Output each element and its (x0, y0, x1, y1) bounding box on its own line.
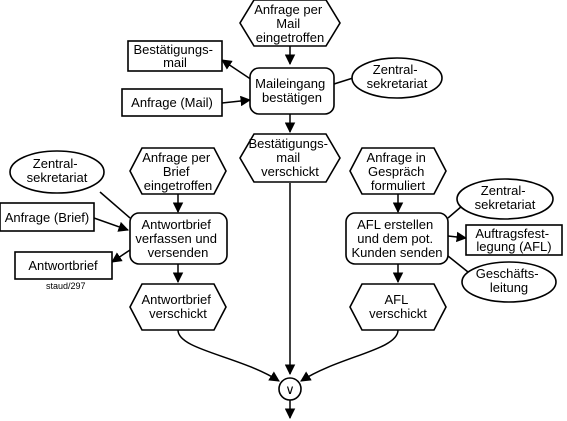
edge-inquiry-mail-to-confirm (221, 95, 252, 107)
event-confirmation-sent: Bestätigungs- mail verschickt (239, 133, 341, 183)
document-reply-letter: Antwortbrief (14, 251, 113, 280)
svg-text:Zentral- sekretariat: Zentral- sekretariat (27, 156, 88, 185)
svg-text:Zentral- sekretariat: Zentral- sekretariat (367, 62, 428, 91)
edge-central-office-left-to-reply (99, 191, 131, 219)
document-confirmation-mail-line-1: Bestätigungs- (133, 42, 213, 57)
event-inquiry-conversation-line-2: Gespräch (368, 164, 424, 179)
event-confirmation-sent-line-1: Bestätigungs- (248, 136, 328, 151)
event-letter-received-line-2: Brief (163, 164, 190, 179)
event-afl-sent-line-1: AFL (385, 292, 409, 307)
org-unit-central-office-left-line-1: Zentral- (33, 156, 78, 171)
org-unit-central-office-top: Zentral- sekretariat (351, 57, 443, 99)
org-unit-central-office-top-line-1: Zentral- (373, 62, 418, 77)
event-mail-received-line-1: Anfrage per (254, 2, 323, 17)
document-afl-line-2: legung (AFL) (476, 239, 551, 254)
edge-confirm-to-confirmation-mail (221, 59, 253, 81)
event-mail-received-line-3: eingetroffen (256, 30, 324, 45)
event-letter-received-line-1: Anfrage per (142, 150, 211, 165)
document-afl: Auftragsfest- legung (AFL) (465, 224, 563, 256)
document-inquiry-mail-label: Anfrage (Mail) (131, 95, 213, 110)
org-unit-management-line-2: leitung (490, 280, 528, 295)
edge-afl-sent-to-connector (300, 329, 399, 382)
event-reply-sent: Antwortbrief verschickt (129, 283, 227, 331)
svg-text:AFL verschickt: AFL verschickt (369, 292, 427, 321)
function-confirm-mail: Maileingang bestätigen (249, 67, 335, 115)
svg-text:Anfrage per Brief: Anfrage per Brief eingetroffen (142, 150, 214, 193)
svg-text:Bestätigungs- mail: Bestätigungs- mail verschickt (248, 136, 331, 179)
edge-reply-sent-to-connector (177, 329, 280, 382)
function-write-reply-line-1: Antwortbrief (142, 217, 212, 232)
svg-text:Antwortbrief verschickt: Antwortbrief verschickt (142, 292, 215, 321)
event-reply-sent-line-2: verschickt (149, 306, 207, 321)
event-reply-sent-line-1: Antwortbrief (142, 292, 212, 307)
org-unit-management-line-1: Geschäfts- (476, 266, 539, 281)
event-inquiry-conversation-line-3: formuliert (371, 178, 426, 193)
event-mail-received-line-2: Mail (276, 16, 300, 31)
org-unit-central-office-right: Zentral- sekretariat (456, 178, 554, 220)
svg-text:Auftragsfest- legung (AF: Auftragsfest- legung (AFL) (475, 226, 552, 254)
event-confirmation-sent-line-3: verschickt (261, 164, 319, 179)
svg-text:AFL erstellen und dem po: AFL erstellen und dem pot. Kunden senden (351, 217, 442, 260)
document-inquiry-letter: Anfrage (Brief) (0, 202, 95, 232)
edge-reply-to-reply-letter (111, 249, 131, 263)
function-confirm-mail-line-1: Maileingang (255, 76, 325, 91)
svg-text:Bestätigungs- mail: Bestätigungs- mail (133, 42, 216, 70)
document-confirmation-mail: Bestätigungs- mail (127, 40, 223, 72)
org-unit-central-office-left-line-2: sekretariat (27, 170, 88, 185)
event-afl-sent-line-2: verschickt (369, 306, 427, 321)
function-create-afl-line-3: Kunden senden (351, 245, 442, 260)
svg-text:Anfrage in Gespräch: Anfrage in Gespräch formuliert (367, 150, 430, 193)
function-write-reply: Antwortbrief verfassen und versenden (129, 212, 228, 265)
svg-text:Anfrage (Mail): Anfrage (Mail) (131, 95, 213, 110)
org-unit-central-office-top-line-2: sekretariat (367, 76, 428, 91)
svg-text:Maileingang bestätigen: Maileingang bestätigen (255, 76, 329, 105)
event-confirmation-sent-line-2: mail (276, 150, 300, 165)
xor-connector-symbol: ∨ (285, 382, 295, 397)
svg-text:Antwortbrief: Antwortbrief (28, 258, 98, 273)
document-reply-letter-label: Antwortbrief (28, 258, 98, 273)
function-write-reply-line-3: versenden (148, 245, 209, 260)
org-unit-central-office-right-line-1: Zentral- (481, 183, 526, 198)
edge-central-office-right-to-afl (447, 205, 463, 219)
function-confirm-mail-line-2: bestätigen (262, 90, 322, 105)
event-letter-received-line-3: eingetroffen (144, 178, 212, 193)
document-inquiry-letter-label: Anfrage (Brief) (5, 210, 90, 225)
event-mail-received: Anfrage per Mail eingetroffen (239, 0, 341, 47)
event-letter-received: Anfrage per Brief eingetroffen (129, 147, 227, 195)
watermark-text: staud/297 (46, 281, 86, 291)
edge-management-to-afl (447, 255, 469, 273)
edges (93, 46, 469, 420)
edge-central-office-to-confirm (333, 77, 354, 85)
event-afl-sent: AFL verschickt (349, 283, 447, 331)
org-unit-management: Geschäfts- leitung (461, 261, 557, 303)
svg-text:Anfrage per Mail e: Anfrage per Mail eingetroffen (254, 2, 326, 45)
function-write-reply-line-2: verfassen und (135, 231, 217, 246)
event-inquiry-conversation-line-1: Anfrage in (367, 150, 426, 165)
edge-afl-to-afl-document (447, 231, 468, 243)
event-inquiry-conversation: Anfrage in Gespräch formuliert (349, 147, 447, 195)
document-inquiry-mail: Anfrage (Mail) (121, 88, 223, 117)
svg-text:Anfrage (Brief): Anfrage (Brief) (5, 210, 90, 225)
document-afl-line-1: Auftragsfest- (475, 226, 549, 241)
xor-connector: ∨ (278, 377, 302, 401)
org-unit-central-office-left: Zentral- sekretariat (9, 150, 105, 194)
svg-text:Zentral- sekretariat: Zentral- sekretariat (475, 183, 536, 212)
svg-text:Geschäfts- leitung: Geschäfts- leitung (476, 266, 542, 295)
document-confirmation-mail-line-2: mail (163, 55, 187, 70)
function-create-afl-line-1: AFL erstellen (357, 217, 433, 232)
org-unit-central-office-right-line-2: sekretariat (475, 197, 536, 212)
function-create-afl: AFL erstellen und dem pot. Kunden senden (345, 212, 449, 265)
function-create-afl-line-2: und dem pot. (357, 231, 433, 246)
svg-text:Antwortbrief verfassen u: Antwortbrief verfassen und versenden (135, 217, 220, 260)
edge-inquiry-letter-to-reply (93, 217, 129, 232)
